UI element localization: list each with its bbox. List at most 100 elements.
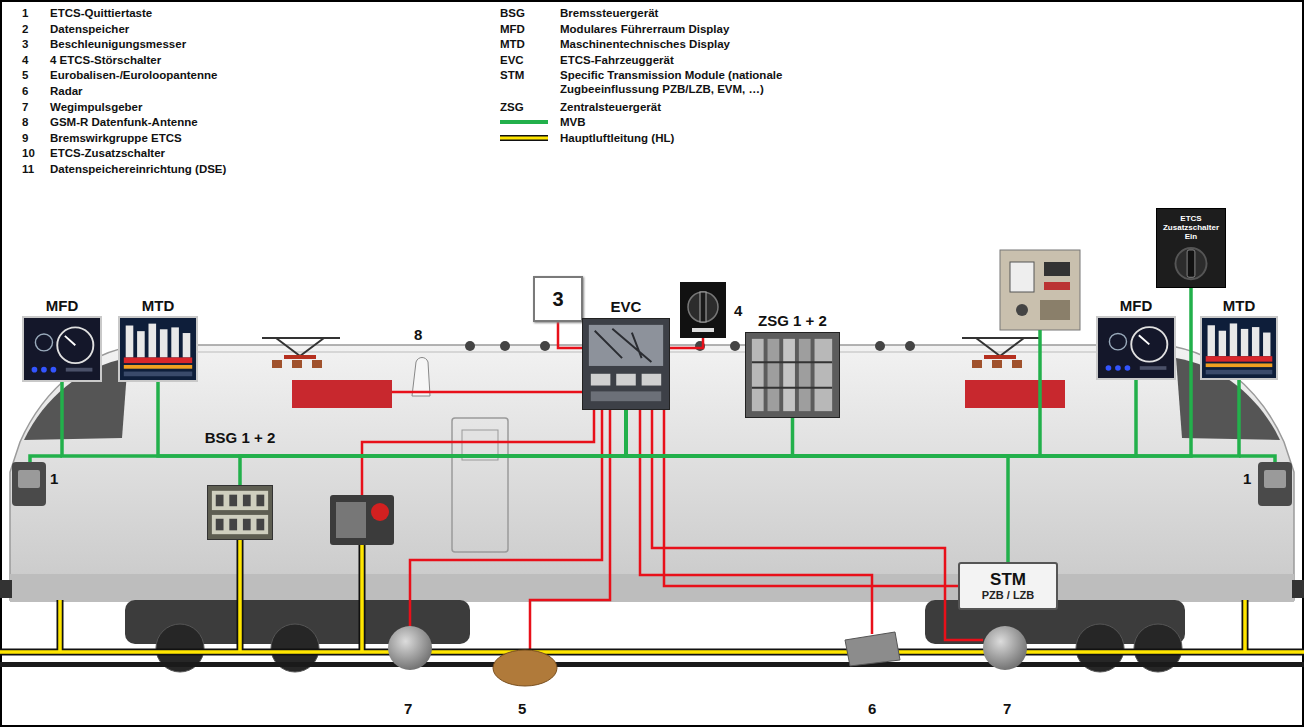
svg-circle [1106, 365, 1112, 370]
signal-wire-connector [670, 338, 703, 348]
pantograph-foot [1012, 360, 1022, 368]
mvb-bus-connector [626, 288, 1191, 456]
key-text: 2 [22, 22, 28, 36]
node-heading: ZSG 1 + 2 [758, 312, 827, 329]
svg-rect [120, 318, 196, 380]
node-heading: MFD [46, 297, 79, 314]
svg-circle [32, 367, 38, 373]
key-text: MTD [500, 37, 525, 51]
callout-number: 1 [50, 470, 58, 487]
mvb-bus-line [30, 456, 62, 462]
cab-display: MTD [1200, 316, 1278, 380]
callout-number: 5 [518, 700, 526, 717]
svg-rect [149, 324, 157, 358]
panel-part [1016, 304, 1028, 316]
panel-part [1010, 262, 1034, 292]
node-text: PZB / LZB [982, 589, 1035, 602]
node-heading: 4 [734, 302, 742, 319]
air-pipe [0, 540, 1304, 652]
svg-rect [208, 486, 272, 539]
gsm-r-antenna [412, 358, 430, 397]
callout-number: 6 [868, 700, 876, 717]
fault-switch: 4 [680, 282, 726, 338]
signal-wire [392, 391, 582, 394]
stm-box: STMPZB / LZB [958, 562, 1058, 610]
panel-part [1044, 282, 1070, 290]
hl-swatch-outline [500, 135, 548, 141]
svg-rect [124, 357, 192, 363]
svg-rect [746, 333, 839, 417]
evc-picture [583, 319, 669, 409]
svg-rect [1206, 370, 1273, 375]
insulator [905, 341, 915, 351]
pantograph-foot [272, 360, 282, 368]
insulator [500, 341, 510, 351]
brake-unit-button [371, 503, 389, 521]
svg-circle [1125, 365, 1131, 370]
svg-circle [41, 367, 47, 373]
svg-circle [1109, 333, 1126, 349]
svg-rect [700, 292, 706, 322]
node-heading: MFD [1120, 297, 1153, 314]
callout-number: 7 [1003, 700, 1011, 717]
svg-rect [1241, 329, 1248, 356]
acknowledge-button-face [1264, 470, 1286, 488]
svg-rect [591, 374, 611, 386]
signal-wire [652, 410, 983, 640]
svg-path [752, 362, 832, 387]
signal-wire-connector [558, 322, 582, 348]
acknowledge-button-icon [12, 462, 46, 506]
pantograph-base [984, 355, 1016, 359]
zsg-picture [746, 333, 839, 417]
mfd-picture [1098, 318, 1174, 378]
key-text: 3 [22, 37, 28, 51]
svg-circle [688, 292, 718, 322]
signal-wire-connector [664, 410, 958, 586]
mvb-bus-connector [62, 382, 626, 456]
svg-circle [51, 367, 57, 373]
bsg-picture [208, 486, 272, 539]
pantograph-foot [972, 360, 982, 368]
mvb-bus-connector [626, 410, 1008, 562]
key-text: Bremswirkgruppe ETCS [50, 131, 182, 145]
insulator [465, 341, 475, 351]
key-text: Modulares Führerraum Display [560, 22, 729, 36]
svg-rect [24, 318, 100, 380]
svg-rect [216, 495, 224, 507]
svg-rect [212, 491, 268, 510]
accelerometer-box: 3 [533, 276, 583, 322]
key-text: 6 [22, 84, 28, 98]
cab-display: MFD [22, 316, 102, 382]
mtd-picture [1202, 318, 1276, 378]
key-text: Wegimpulsgeber [50, 100, 142, 114]
key-text: ETCS-Quittiertaste [50, 6, 152, 20]
signal-wire [410, 410, 602, 626]
sw-picture [680, 282, 726, 338]
bogies [0, 600, 1304, 672]
svg-circle [57, 327, 93, 363]
key-text: Datenspeichereinrichtung (DSE) [50, 162, 226, 176]
svg-rect [1157, 209, 1225, 287]
insulator [730, 341, 740, 351]
key-text: GSM-R Datenfunk-Antenne [50, 115, 198, 129]
signal-wire [362, 410, 594, 495]
radar-sensor [845, 632, 900, 666]
buffer [1292, 580, 1304, 598]
red-side-panel [292, 380, 392, 408]
svg-rect [1202, 318, 1276, 378]
mvb-bus-connector [626, 380, 1136, 456]
legend-swatches [500, 122, 548, 138]
mtd-picture [120, 318, 196, 380]
key-text: Maschinentechnisches Display [560, 37, 730, 51]
key-text: 5 [22, 68, 28, 82]
main-air-pipe [0, 540, 1304, 652]
svg-rect [642, 374, 662, 386]
svg-rect [1098, 318, 1174, 378]
svg-rect [229, 519, 237, 531]
mfd-picture [24, 318, 100, 380]
svg-rect [1206, 356, 1273, 361]
svg-rect [768, 339, 780, 411]
evc-unit: EVC [582, 318, 670, 410]
key-text: 9 [22, 131, 28, 145]
buffer [0, 580, 12, 598]
